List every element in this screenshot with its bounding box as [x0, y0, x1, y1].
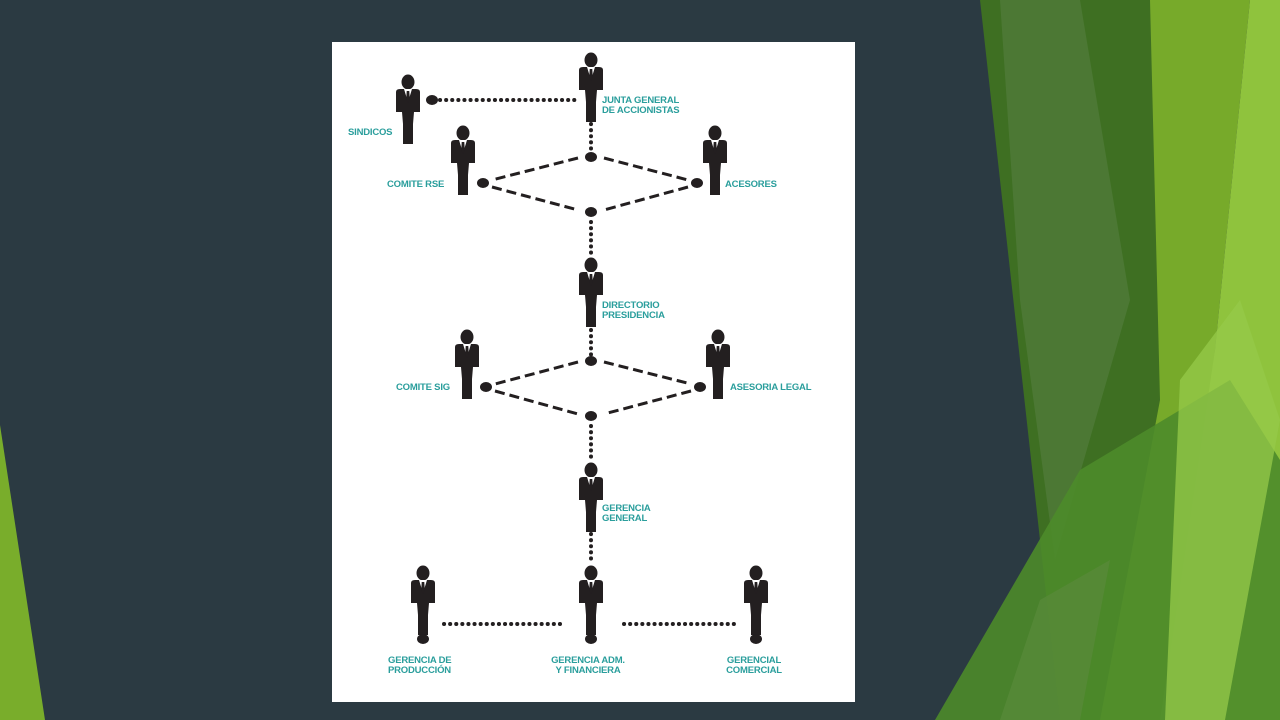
- connector-dot: [585, 356, 597, 366]
- label-comite-rse: COMITE RSE: [387, 179, 445, 190]
- connector-dot: [694, 382, 706, 392]
- connector-dot: [426, 95, 438, 105]
- label-gerencia-general: GERENCIA GENERAL: [602, 503, 651, 524]
- label-gerencia-produccion: GERENCIA DE PRODUCCIÓN: [388, 655, 452, 676]
- connector-dot: [750, 634, 762, 644]
- connector-dashed: [491, 185, 579, 212]
- connector-dot: [585, 152, 597, 162]
- person-icon: [703, 125, 727, 195]
- person-icon: [579, 257, 603, 327]
- green-facet-shadow: [1000, 560, 1110, 720]
- connector-dot: [585, 411, 597, 421]
- person-icon: [411, 565, 435, 635]
- connector-dashed: [494, 360, 579, 386]
- org-chart-diagram: [396, 52, 768, 644]
- connector-dashed: [603, 389, 692, 416]
- label-comite-sig: COMITE SIG: [396, 382, 450, 393]
- connector-dot: [691, 178, 703, 188]
- person-icon: [396, 74, 420, 144]
- person-icon: [579, 52, 603, 122]
- connector-dot: [477, 178, 489, 188]
- connector-dashed: [491, 156, 579, 182]
- label-sindicos: SINDICOS: [348, 127, 393, 138]
- person-icon: [451, 125, 475, 195]
- label-junta-general: JUNTA GENERAL DE ACCIONISTAS: [602, 95, 680, 116]
- connector-dot: [417, 634, 429, 644]
- label-asesoria-legal: ASESORIA LEGAL: [730, 382, 812, 393]
- connector-dashed: [603, 360, 692, 386]
- person-icon: [579, 462, 603, 532]
- person-icon: [744, 565, 768, 635]
- green-facet-glint: [1165, 300, 1280, 720]
- label-directorio: DIRECTORIO PRESIDENCIA: [602, 300, 665, 321]
- green-facet-mid: [1000, 0, 1130, 560]
- person-icon: [579, 565, 603, 635]
- person-icon: [455, 329, 479, 399]
- label-gerencia-adm: GERENCIA ADM. Y FINANCIERA: [551, 655, 625, 676]
- label-gerencia-comercial: GERENCIAL COMERCIAL: [726, 655, 782, 676]
- connector-dot: [585, 634, 597, 644]
- connector-dashed: [494, 389, 579, 416]
- connector-dot: [585, 207, 597, 217]
- connector-dashed: [603, 156, 689, 182]
- org-chart-card: JUNTA GENERAL DE ACCIONISTAS SINDICOS CO…: [332, 42, 855, 702]
- green-facet-left: [0, 425, 45, 720]
- person-icon: [706, 329, 730, 399]
- connector-dot: [480, 382, 492, 392]
- label-acesores: ACESORES: [725, 179, 777, 190]
- connector-dashed: [603, 185, 689, 212]
